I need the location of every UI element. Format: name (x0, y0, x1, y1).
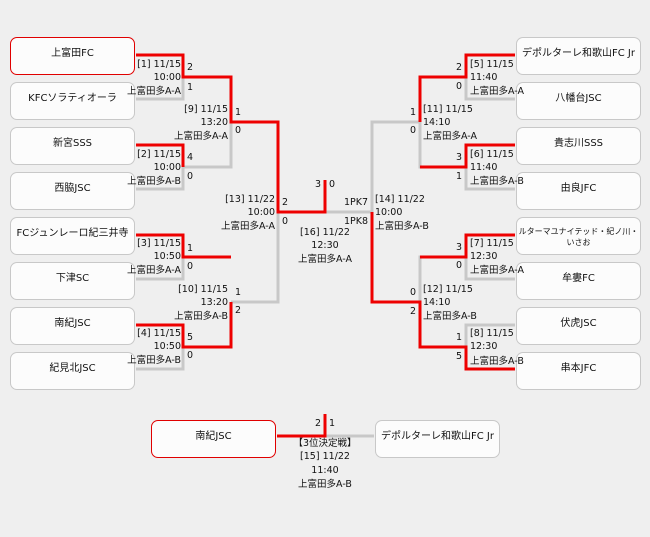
match-venue: 上富田多A-A (126, 265, 181, 276)
score: 1 (409, 107, 416, 118)
match-time: 11:40 (470, 72, 498, 83)
match-id: [7] 11/15 (470, 238, 514, 249)
score: 0 (282, 216, 289, 227)
score: 0 (235, 125, 242, 136)
score: 1 (455, 171, 462, 182)
match-venue: 上富田多A-A (220, 221, 275, 232)
match-venue: 上富田多A-A (470, 265, 525, 276)
team-box-right-7[interactable]: 伏虎JSC (516, 307, 641, 345)
score: 0 (455, 81, 462, 92)
score: 1 (187, 82, 194, 93)
score: 5 (187, 332, 194, 343)
final-score-left: 3 (315, 179, 322, 190)
match-id: [13] 11/22 (225, 194, 275, 205)
third-place-team-2[interactable]: デポルターレ和歌山FC Jr (375, 420, 500, 458)
score: 1 (455, 332, 462, 343)
match-venue: 上富田多A-B (423, 311, 477, 322)
score: 3 (455, 242, 462, 253)
score: 0 (187, 350, 194, 361)
match-id: [15] 11/22 (300, 451, 350, 462)
third-place-team-1[interactable]: 南紀JSC (151, 420, 276, 458)
score: 1 (235, 107, 242, 118)
team-box-right-4[interactable]: 由良JFC (516, 172, 641, 210)
score: 1PK8 (343, 216, 368, 227)
match-id: [16] 11/22 (300, 227, 350, 238)
match-id: [5] 11/15 (470, 59, 514, 70)
match-id: [11] 11/15 (423, 104, 473, 115)
team-box-right-8[interactable]: 串本JFC (516, 352, 641, 390)
match-id: [2] 11/15 (137, 149, 181, 160)
match-time: 10:00 (153, 162, 181, 173)
match-venue: 上富田多A-A (126, 86, 181, 97)
match-venue: 上富田多A-A (470, 86, 525, 97)
score: 1 (235, 287, 242, 298)
score: 2 (315, 418, 322, 429)
team-box-left-2[interactable]: KFCソラティオーラ (10, 82, 135, 120)
match-time: 13:20 (200, 117, 228, 128)
score: 5 (455, 351, 462, 362)
match-time: 10:00 (153, 72, 181, 83)
match-time: 12:30 (311, 240, 339, 251)
score: 2 (409, 306, 416, 317)
team-box-right-6[interactable]: 牟婁FC (516, 262, 641, 300)
match-id: [9] 11/15 (184, 104, 228, 115)
match-id: [12] 11/15 (423, 284, 473, 295)
score: 0 (409, 125, 416, 136)
match-venue: 上富田多A-B (298, 479, 352, 490)
score: 4 (187, 152, 194, 163)
match-venue: 上富田多A-A (423, 131, 478, 142)
score: 0 (455, 260, 462, 271)
match-venue: 上富田多A-B (127, 176, 181, 187)
score: 3 (455, 152, 462, 163)
match-venue: 上富田多A-B (127, 355, 181, 366)
match-venue: 上富田多A-B (470, 356, 524, 367)
match-time: 14:10 (423, 297, 451, 308)
score: 2 (455, 62, 462, 73)
match-id: [10] 11/15 (178, 284, 228, 295)
match-id: [1] 11/15 (137, 59, 181, 70)
match-time: 10:50 (153, 341, 181, 352)
match-id: [6] 11/15 (470, 149, 514, 160)
team-box-left-4[interactable]: 西脇JSC (10, 172, 135, 210)
match-venue: 上富田多A-A (173, 131, 228, 142)
match-venue: 上富田多A-B (174, 311, 228, 322)
match-time: 12:30 (470, 251, 498, 262)
score: 2 (187, 62, 194, 73)
team-box-left-6[interactable]: 下津SC (10, 262, 135, 300)
score: 1PK7 (343, 197, 368, 208)
match-time: 11:40 (311, 465, 339, 476)
team-box-left-8[interactable]: 紀見北JSC (10, 352, 135, 390)
score: 2 (235, 305, 242, 316)
score: 0 (409, 287, 416, 298)
team-box-right-3[interactable]: 貴志川SSS (516, 127, 641, 165)
match-time: 12:30 (470, 341, 498, 352)
team-box-left-7[interactable]: 南紀JSC (10, 307, 135, 345)
match-time: 10:50 (153, 251, 181, 262)
match-id: [3] 11/15 (137, 238, 181, 249)
match-venue: 上富田多A-A (297, 254, 353, 265)
score: 0 (187, 171, 194, 182)
match-time: 13:20 (200, 297, 228, 308)
match-time: 10:00 (247, 207, 275, 218)
match-id: [14] 11/22 (375, 194, 425, 205)
team-box-left-3[interactable]: 新宮SSS (10, 127, 135, 165)
team-box-right-1[interactable]: デポルターレ和歌山FC Jr (516, 37, 641, 75)
team-box-left-5[interactable]: FCジュンレーロ紀三井寺 (10, 217, 135, 255)
final-score-right: 0 (329, 179, 336, 190)
match-time: 10:00 (375, 207, 403, 218)
match-id: [8] 11/15 (470, 328, 514, 339)
third-place-label: 【3位決定戦】 (293, 438, 357, 449)
match-venue: 上富田多A-B (470, 176, 524, 187)
match-id: [4] 11/15 (137, 328, 181, 339)
score: 1 (187, 243, 194, 254)
team-box-right-2[interactable]: 八幡台JSC (516, 82, 641, 120)
score: 0 (187, 261, 194, 272)
team-box-left-1[interactable]: 上富田FC (10, 37, 135, 75)
team-box-right-5[interactable]: ルターマユナイテッド・紀ノ川・いさお (516, 217, 641, 255)
match-time: 14:10 (423, 117, 451, 128)
match-venue: 上富田多A-B (375, 221, 429, 232)
match-time: 11:40 (470, 162, 498, 173)
score: 1 (329, 418, 336, 429)
score: 2 (282, 197, 289, 208)
